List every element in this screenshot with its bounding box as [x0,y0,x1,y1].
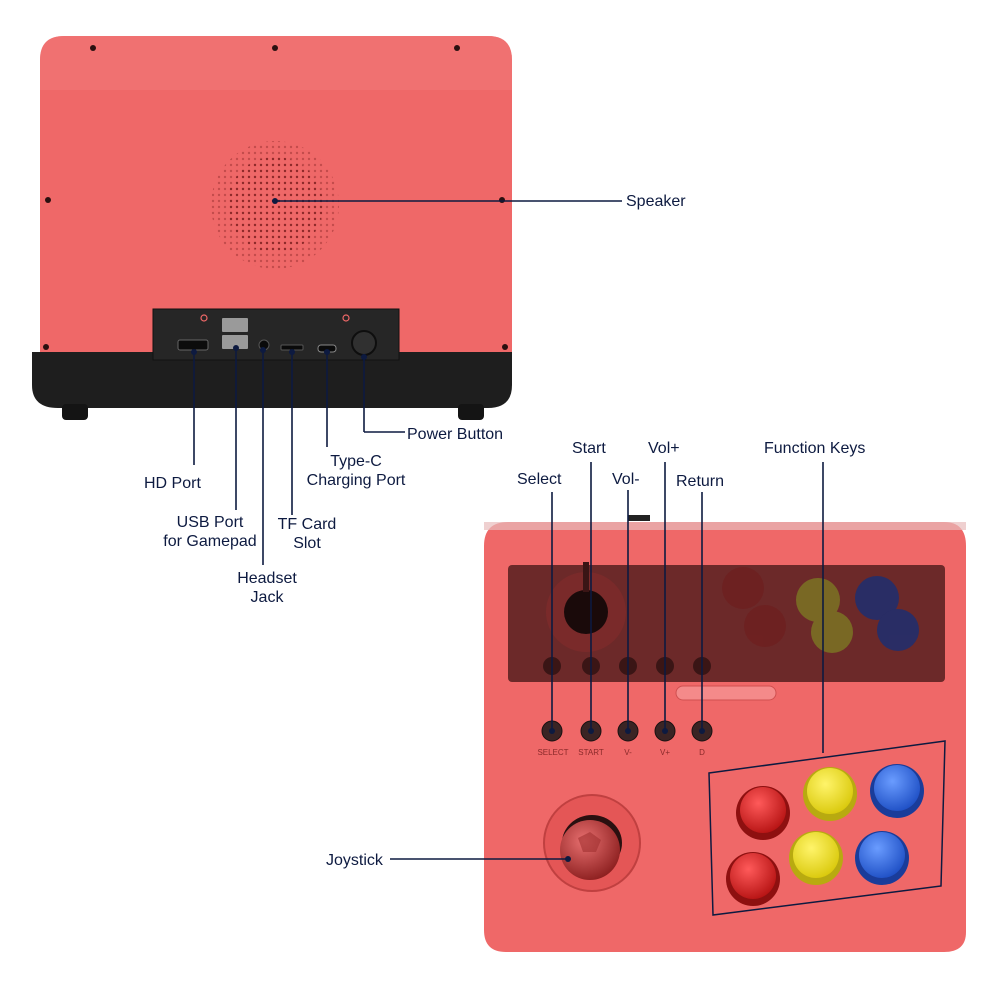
label-type-c: Type-C Charging Port [296,452,416,490]
label-usb-line2: for Gamepad [163,533,257,550]
label-type-c-line2: Charging Port [306,472,406,489]
usb-port-icon [222,318,248,349]
label-usb-line1: USB Port [176,514,244,531]
label-tf-line1: TF Card [277,516,337,533]
device-front-view: SELECT START V- V+ D [484,515,966,952]
panel-label-return: D [699,748,705,757]
label-usb-port: USB Port for Gamepad [150,513,270,551]
label-joystick: Joystick [326,852,383,869]
label-headset-jack: Headset Jack [222,569,312,607]
leader-lines [193,200,824,860]
label-type-c-line1: Type-C [330,453,382,470]
label-headset-line1: Headset [237,570,297,587]
label-vol-plus: Vol+ [648,440,680,457]
power-button-icon [351,330,377,356]
panel-label-start: START [578,748,604,757]
panel-label-vol-minus: V- [624,748,632,757]
label-tf-line2: Slot [293,535,321,552]
panel-label-select: SELECT [537,748,568,757]
label-headset-line2: Jack [250,589,284,606]
label-function-keys: Function Keys [764,440,866,457]
device-back-view [32,36,512,420]
label-vol-minus: Vol- [612,471,640,488]
label-tf-card: TF Card Slot [262,515,352,553]
label-speaker: Speaker [626,193,686,210]
label-hd-port: HD Port [144,475,201,492]
joystick-icon [543,794,641,892]
label-power-button: Power Button [407,426,504,443]
leader-dots [191,198,705,862]
label-select: Select [517,471,562,488]
label-return: Return [676,473,725,490]
panel-label-vol-plus: V+ [660,748,670,757]
hdmi-port-icon [177,339,209,351]
speaker-grille-icon [211,141,339,269]
function-buttons [726,764,924,906]
label-start: Start [572,440,606,457]
